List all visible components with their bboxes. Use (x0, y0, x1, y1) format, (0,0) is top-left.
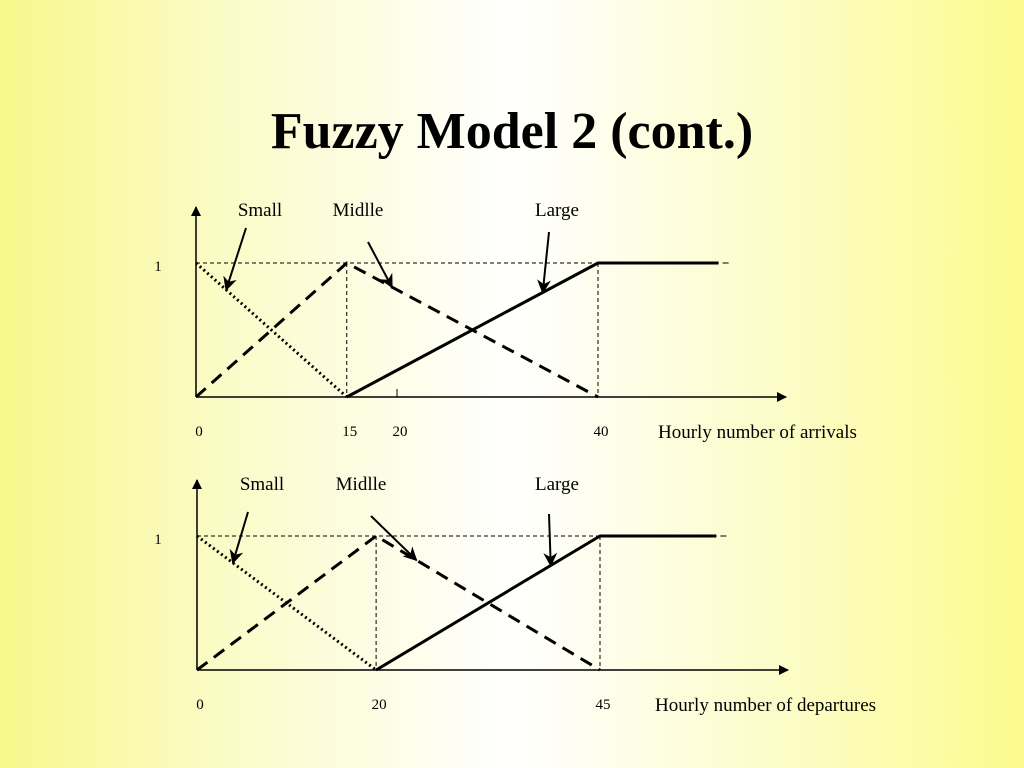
x-axis-label: Hourly number of departures (655, 695, 876, 716)
y-tick-label: 1 (154, 259, 162, 275)
x-tick-label: 15 (342, 424, 357, 440)
slide-title: Fuzzy Model 2 (cont.) (270, 103, 754, 160)
series-line-large (346, 261, 719, 399)
series-label-arrow (370, 515, 418, 562)
x-tick-label: 40 (594, 424, 609, 440)
x-tick-label: 20 (393, 424, 408, 440)
series-label-arrow (229, 511, 249, 565)
y-tick-label: 1 (154, 532, 162, 548)
series-label-midlle: Midlle (333, 200, 384, 221)
chart-panel-2: Small Midlle Large 1 0 20 45 Hourly number of d… (154, 474, 876, 716)
series-label-arrow (537, 231, 551, 294)
series-label-arrow (223, 227, 247, 292)
series-line-small (195, 261, 348, 399)
series-label-small: Small (240, 474, 284, 495)
x-tick-label: 20 (372, 697, 387, 713)
series-label-arrow (367, 241, 393, 289)
series-label-large: Large (535, 200, 579, 221)
x-tick-label: 0 (196, 697, 204, 713)
series-line-midlle (196, 534, 601, 672)
series-label-midlle: Midlle (336, 474, 387, 495)
series-label-arrow (543, 513, 558, 567)
series-line-large (375, 534, 717, 672)
series-label-large: Large (535, 474, 579, 495)
x-tick-label: 45 (596, 697, 611, 713)
x-axis-label: Hourly number of arrivals (658, 422, 857, 443)
x-tick-label: 0 (195, 424, 203, 440)
series-line-midlle (195, 261, 599, 399)
series-label-small: Small (238, 200, 282, 221)
